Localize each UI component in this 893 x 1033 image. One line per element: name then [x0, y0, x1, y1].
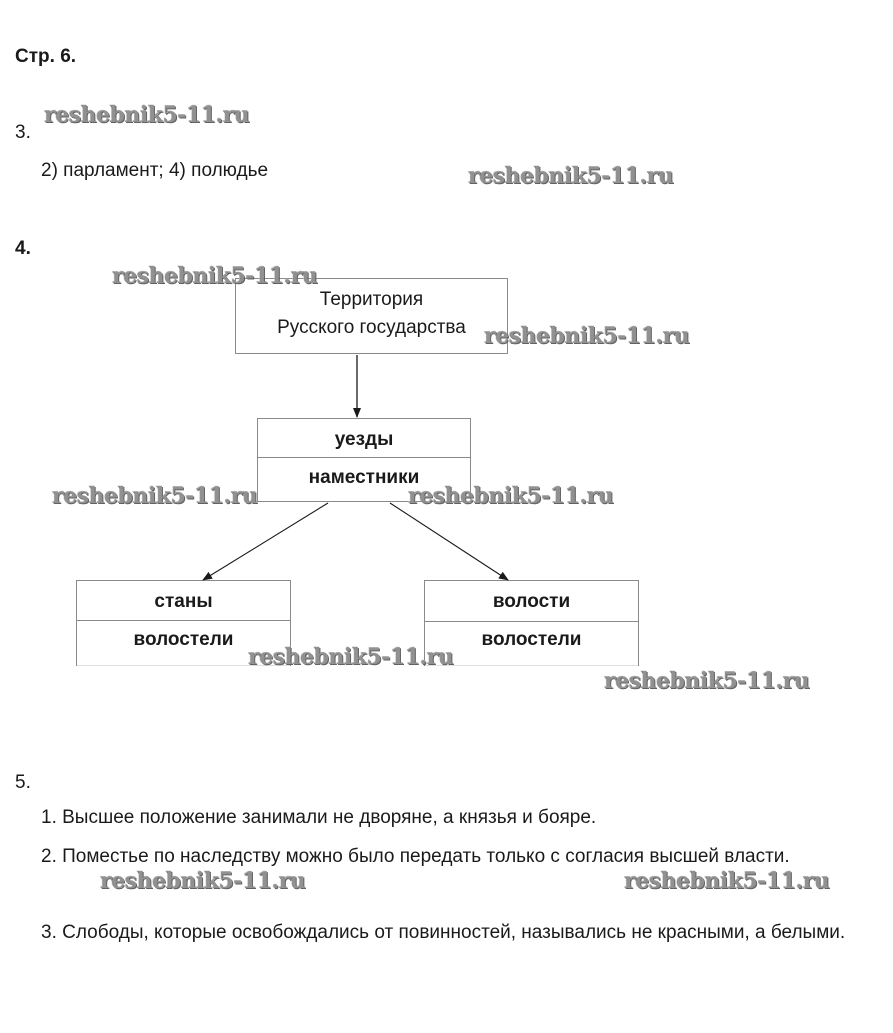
task-5-item-1: 1. Высшее положение занимали не дворяне,…	[41, 807, 597, 828]
arrow-middle-to-left	[202, 502, 329, 581]
diagram-left-box: станы волостели	[76, 580, 291, 666]
root-box-line-1: Территория	[319, 289, 424, 310]
task-3-number: 3.	[15, 122, 31, 143]
right-box-bottom-edge	[425, 665, 638, 666]
task-5-number: 5.	[15, 772, 31, 793]
middle-box-unit: уезды	[334, 429, 394, 450]
middle-box-official: наместники	[308, 467, 420, 488]
left-box-bottom-edge	[77, 665, 290, 666]
page-title: Стр. 6.	[15, 46, 77, 67]
task-3-answer: 2) парламент; 4) полюдье	[41, 160, 269, 181]
task-5-item-3: 3. Слободы, которые освобождались от пов…	[41, 922, 846, 943]
watermark: reshebnik5-11.ru	[408, 483, 614, 509]
diagram-right-box: волости волостели	[424, 580, 639, 666]
left-box-unit: станы	[154, 591, 213, 612]
right-box-divider	[425, 621, 638, 622]
task-5-item-2: 2. Поместье по наследству можно было пер…	[41, 846, 790, 867]
middle-box-divider	[258, 457, 470, 458]
task-4-number: 4.	[15, 238, 31, 259]
watermark: reshebnik5-11.ru	[624, 868, 830, 894]
left-box-divider	[77, 620, 290, 621]
watermark: reshebnik5-11.ru	[468, 163, 674, 189]
right-box-unit: волости	[492, 591, 571, 612]
watermark: reshebnik5-11.ru	[484, 323, 690, 349]
left-box-official: волостели	[133, 629, 234, 650]
root-box-line-2: Русского государства	[277, 317, 466, 338]
watermark: reshebnik5-11.ru	[52, 483, 258, 509]
watermark: reshebnik5-11.ru	[100, 868, 306, 894]
right-box-official: волостели	[481, 629, 582, 650]
watermark: reshebnik5-11.ru	[604, 668, 810, 694]
diagram-middle-box: уезды наместники	[257, 418, 471, 502]
arrow-middle-to-right	[389, 502, 509, 581]
watermark: reshebnik5-11.ru	[44, 102, 250, 128]
watermark: reshebnik5-11.ru	[112, 263, 318, 289]
diagram-root-box: Территория Русского государства	[235, 278, 508, 354]
watermark: reshebnik5-11.ru	[248, 644, 454, 670]
